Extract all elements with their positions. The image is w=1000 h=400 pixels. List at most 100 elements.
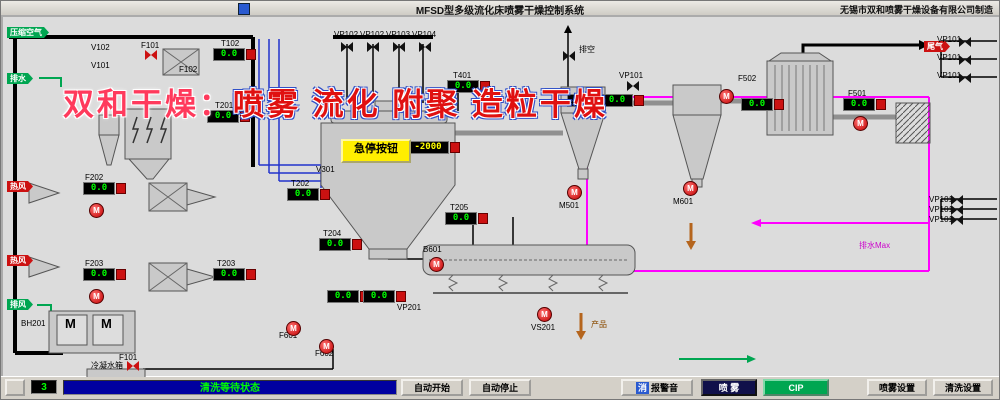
device-label: V301 xyxy=(316,165,335,174)
alarm-chip xyxy=(116,183,126,194)
chamber-outlet xyxy=(368,248,408,260)
valve-icon[interactable] xyxy=(951,205,963,215)
alarm-chip xyxy=(634,95,644,106)
device-label: T205 xyxy=(450,203,469,212)
mute-alarm-button[interactable]: 消报警音 xyxy=(621,379,693,396)
alarm-chip xyxy=(450,142,460,153)
condenser xyxy=(766,60,834,136)
valve-icon[interactable] xyxy=(951,215,963,225)
motor-indicator[interactable]: M xyxy=(567,185,582,200)
green-arrow xyxy=(747,355,756,363)
motor-indicator[interactable]: M xyxy=(319,339,334,354)
device-label: VP104 xyxy=(412,30,437,39)
device-label: T203 xyxy=(217,259,236,268)
auto-start-button[interactable]: 自动开始 xyxy=(401,379,463,396)
motor-indicator[interactable]: M xyxy=(853,116,868,131)
value-display[interactable]: 0.0 xyxy=(83,268,126,281)
alarm-chip xyxy=(478,213,488,224)
device-label: VP103 xyxy=(386,30,411,39)
device-label: 产品 xyxy=(591,320,607,329)
valve-icon[interactable] xyxy=(367,42,379,52)
flow-tag: 排风 xyxy=(7,299,33,310)
device-label: VP101 xyxy=(929,205,954,214)
motor-indicator[interactable]: M xyxy=(537,307,552,322)
motor-indicator[interactable]: M xyxy=(429,257,444,272)
value-display[interactable]: 0.0 xyxy=(447,80,490,93)
system-button[interactable] xyxy=(5,379,25,396)
motor-indicator[interactable]: M xyxy=(286,321,301,336)
display-value: 0.0 xyxy=(741,98,773,111)
valve-icon[interactable] xyxy=(419,42,431,52)
value-display[interactable]: 0.0 xyxy=(287,188,330,201)
value-display[interactable]: 0.0 xyxy=(319,238,362,251)
device-label: T201 xyxy=(215,101,234,110)
valve-icon[interactable] xyxy=(145,50,157,60)
value-display[interactable]: 0.0 xyxy=(363,290,406,303)
alarm-chip xyxy=(246,269,256,280)
device-label: VP101 xyxy=(937,35,962,44)
agitator-2 xyxy=(92,314,124,346)
display-value: 0.0 xyxy=(83,268,115,281)
motor-indicator[interactable]: M xyxy=(719,89,734,104)
equipment-shapes xyxy=(28,48,834,377)
device-label: 排空 xyxy=(579,45,595,54)
value-display[interactable]: 0.0 xyxy=(741,98,784,111)
device-label: T102 xyxy=(221,39,240,48)
product-pipes xyxy=(579,223,693,331)
branch-pipes xyxy=(143,33,997,370)
display-value: -2000 xyxy=(407,141,449,154)
value-display[interactable]: 0.0 xyxy=(843,98,886,111)
mute-alarm-label: 报警音 xyxy=(651,382,679,393)
motor-indicator[interactable]: M xyxy=(89,203,104,218)
spray-button[interactable]: 喷 雾 xyxy=(701,379,757,396)
title-bar: MFSD型多级流化床喷雾干燥控制系统 无锡市双和喷雾干燥设备有限公司制造 xyxy=(1,1,999,17)
device-label: VP101 xyxy=(937,53,962,62)
value-display[interactable]: 0.0 xyxy=(601,94,644,107)
spray-settings-button[interactable]: 喷雾设置 xyxy=(867,379,927,396)
valve-icon[interactable] xyxy=(393,42,405,52)
condensate-tank xyxy=(86,368,146,377)
alarm-chip xyxy=(774,99,784,110)
device-label: M501 xyxy=(559,201,580,210)
device-label: M xyxy=(101,316,112,331)
device-label: VP101 xyxy=(929,195,954,204)
auto-stop-button[interactable]: 自动停止 xyxy=(469,379,531,396)
display-value: 0.0 xyxy=(327,290,359,303)
valve-icon[interactable] xyxy=(627,81,639,91)
value-display[interactable]: 0.0 xyxy=(207,110,250,123)
device-label: VP201 xyxy=(397,303,422,312)
counter-display: 3 xyxy=(31,380,57,394)
page-title: MFSD型多级流化床喷雾干燥控制系统 xyxy=(415,6,585,17)
value-display[interactable]: 0.0 xyxy=(213,268,256,281)
manufacturer-label: 无锡市双和喷雾干燥设备有限公司制造 xyxy=(839,5,993,15)
value-display[interactable]: 0.0 xyxy=(83,182,126,195)
display-value: 0.0 xyxy=(363,290,395,303)
cip-button[interactable]: CIP xyxy=(763,379,829,396)
value-display[interactable]: -2000 xyxy=(407,141,460,154)
device-label: T202 xyxy=(291,179,310,188)
device-label: T401 xyxy=(453,71,472,80)
control-bar: 3 清洗等待状态 自动开始 自动停止 消报警音 喷 雾 CIP 喷雾设置 清洗设… xyxy=(1,376,999,399)
value-display[interactable]: 0.0 xyxy=(213,48,256,61)
valve-icon[interactable] xyxy=(563,51,575,61)
valve-icon[interactable] xyxy=(959,73,971,83)
mute-icon: 消 xyxy=(635,381,649,394)
valve-icon[interactable] xyxy=(951,195,963,205)
equipment-details xyxy=(131,48,825,294)
cip-arrow xyxy=(751,219,761,227)
valve-icon[interactable] xyxy=(959,55,971,65)
display-value: 0.0 xyxy=(319,238,351,251)
valve-icon[interactable] xyxy=(341,42,353,52)
display-value: 0.0 xyxy=(445,212,477,225)
device-label: VP101 xyxy=(929,215,954,224)
valve-icon[interactable] xyxy=(959,37,971,47)
display-value: 0.0 xyxy=(287,188,319,201)
device-label: VP101 xyxy=(619,71,644,80)
emergency-stop-button[interactable]: 急停按钮 xyxy=(341,139,411,163)
flow-tag: 热风 xyxy=(7,181,33,192)
value-display[interactable]: 0.0 xyxy=(445,212,488,225)
motor-indicator[interactable]: M xyxy=(683,181,698,196)
motor-indicator[interactable]: M xyxy=(89,289,104,304)
valve-icon[interactable] xyxy=(127,361,139,371)
clean-settings-button[interactable]: 清洗设置 xyxy=(933,379,993,396)
